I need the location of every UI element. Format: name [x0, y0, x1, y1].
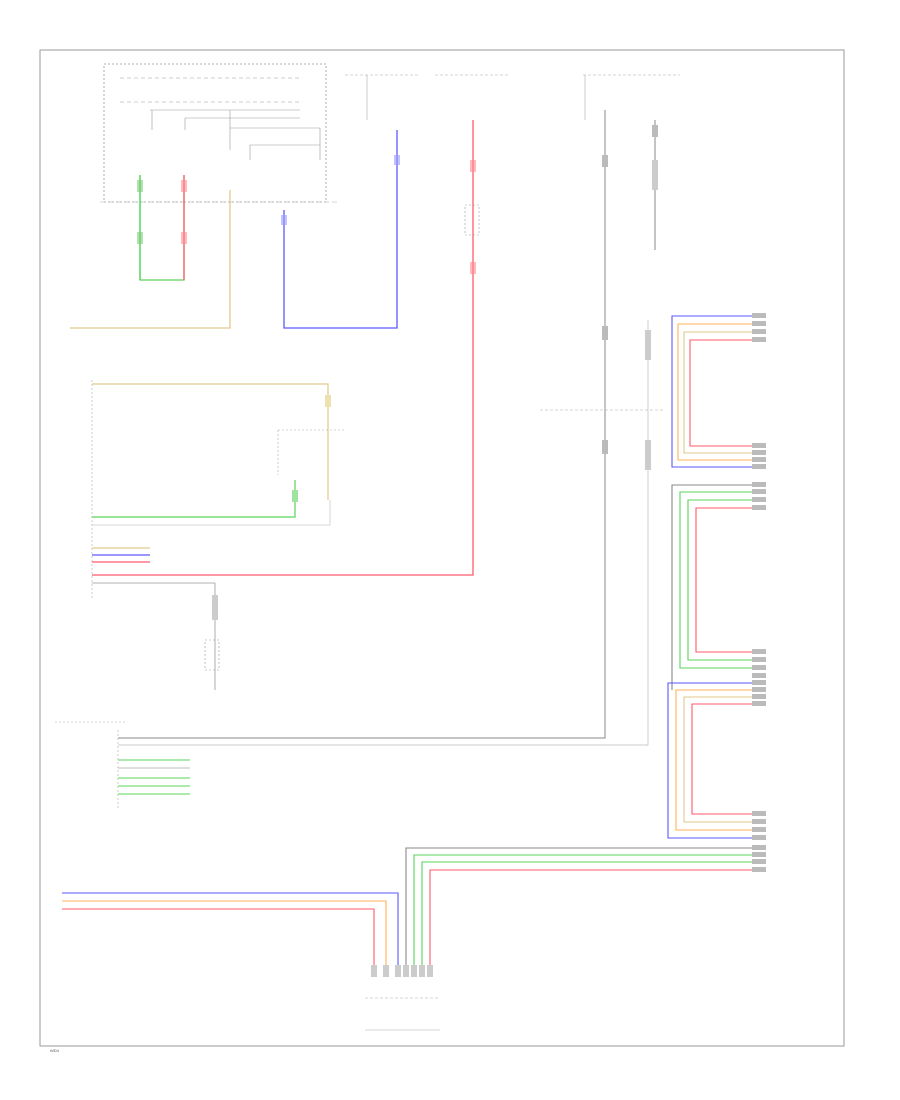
- footer-code: WD4: [50, 1048, 60, 1053]
- combination-meter-block: [100, 63, 340, 203]
- sensor-unit-block: [55, 721, 190, 810]
- diagram-frame: [39, 49, 845, 1047]
- red-power-wire: [92, 120, 480, 576]
- sensor-harness-right: [405, 313, 766, 975]
- bottom-harness: [62, 892, 440, 1031]
- ig-feed-wire: [118, 110, 665, 746]
- control-unit-block: [91, 380, 345, 690]
- fuse-labels-top: [345, 74, 680, 120]
- meter-harness-wires: [70, 130, 400, 329]
